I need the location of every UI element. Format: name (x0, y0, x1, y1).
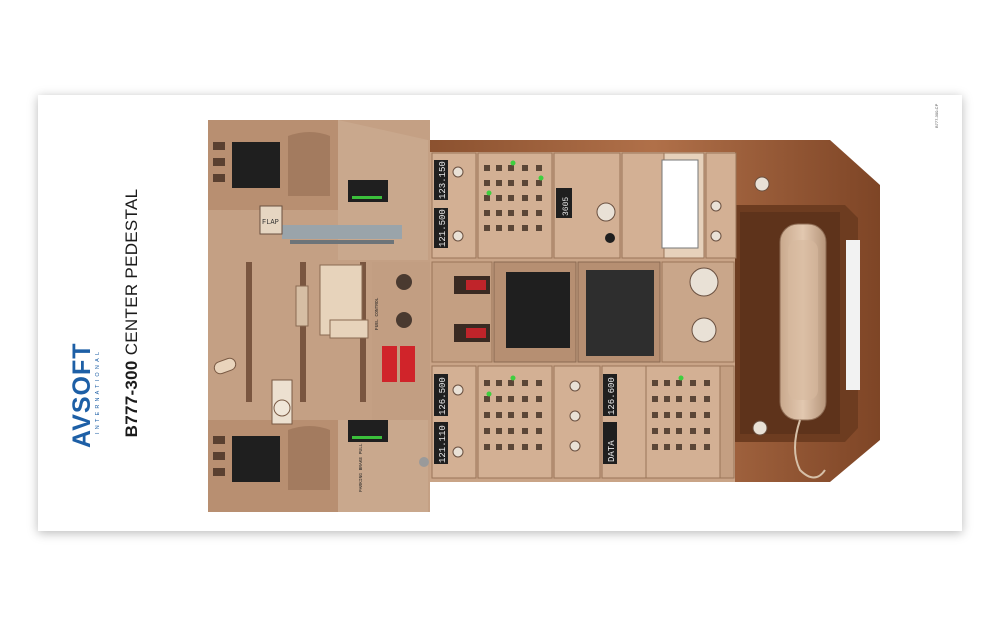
lower-display-screen (232, 436, 280, 482)
annunciator-led-icon (486, 160, 684, 397)
radio-panels: 123.150 121.500 126.500 121.110 126.600 … (430, 152, 770, 482)
freq-standby-upper-left: 121.500 (438, 209, 448, 247)
upper-display-screen (232, 142, 280, 188)
rotary-knob-icon[interactable] (569, 410, 581, 422)
rotary-knob-icon[interactable] (710, 230, 722, 242)
freq-active-upper-left: 123.150 (438, 161, 448, 199)
vhf-active-display-lower (434, 374, 448, 416)
audio-panel-lower-right (652, 380, 710, 450)
audio-panel-lower-left (484, 380, 542, 450)
cdu-keypad (586, 270, 654, 356)
push-button-icon[interactable] (213, 142, 225, 150)
push-button-icon[interactable] (213, 436, 225, 444)
engine-fire-switch-left[interactable] (382, 346, 397, 382)
push-button-icon[interactable] (213, 452, 225, 460)
rotary-knob-icon[interactable] (754, 176, 770, 192)
flap-gate-track (282, 225, 402, 239)
vhf-standby-display-right (603, 422, 617, 464)
freq-active-lower-left: 126.500 (438, 377, 448, 415)
push-button-icon[interactable] (213, 468, 225, 476)
push-button-icon[interactable] (213, 174, 225, 182)
rotary-knob-icon[interactable] (691, 317, 717, 343)
fuel-control-label: FUEL CONTROL (374, 297, 380, 330)
rotary-knob-icon[interactable] (710, 200, 722, 212)
vhf-standby-display-upper (434, 208, 448, 248)
parking-brake-lever[interactable] (419, 457, 429, 467)
flap-label: FLAP (262, 219, 279, 227)
rotary-knob-icon[interactable] (569, 440, 581, 452)
vhf-active-display-right (603, 374, 617, 416)
freq-standby-lower-left: 121.110 (438, 425, 448, 463)
weather-radar-knob[interactable] (689, 267, 719, 297)
push-button-icon[interactable] (213, 158, 225, 166)
vhf-active-display-upper (434, 160, 448, 200)
cdu-screen (506, 272, 570, 348)
rotary-knob-icon[interactable] (596, 202, 616, 222)
rotary-knob-icon[interactable] (452, 166, 464, 178)
engine-fire-switch-right[interactable] (400, 346, 415, 382)
fuel-cutoff-right-knob[interactable] (396, 312, 412, 328)
transponder-code: 3605 (562, 197, 571, 216)
rotary-knob-icon[interactable] (452, 384, 464, 396)
throttle-quadrant: FLAP PARKING BRAKE PULL (208, 120, 430, 512)
rotary-knob-icon[interactable] (569, 380, 581, 392)
audio-panel-upper (484, 165, 542, 231)
rotary-knob-icon[interactable] (752, 420, 768, 436)
flap-lever[interactable] (259, 205, 283, 235)
transponder-display (556, 188, 572, 218)
fuel-control-panel: FUEL CONTROL (372, 262, 430, 420)
freq-active-lower-right: 126.600 (607, 377, 617, 415)
vhf-standby-display-lower (434, 422, 448, 464)
parking-brake-label: PARKING BRAKE PULL (358, 443, 364, 492)
handset-icon[interactable] (779, 223, 860, 479)
rotary-knob-icon[interactable] (452, 446, 464, 458)
evac-handle[interactable] (213, 357, 238, 376)
rotary-knob-icon[interactable] (452, 230, 464, 242)
takeoff-data-card (661, 159, 699, 249)
freq-standby-lower-right: DATA (607, 440, 617, 462)
fuel-cutoff-left-knob[interactable] (396, 274, 412, 290)
